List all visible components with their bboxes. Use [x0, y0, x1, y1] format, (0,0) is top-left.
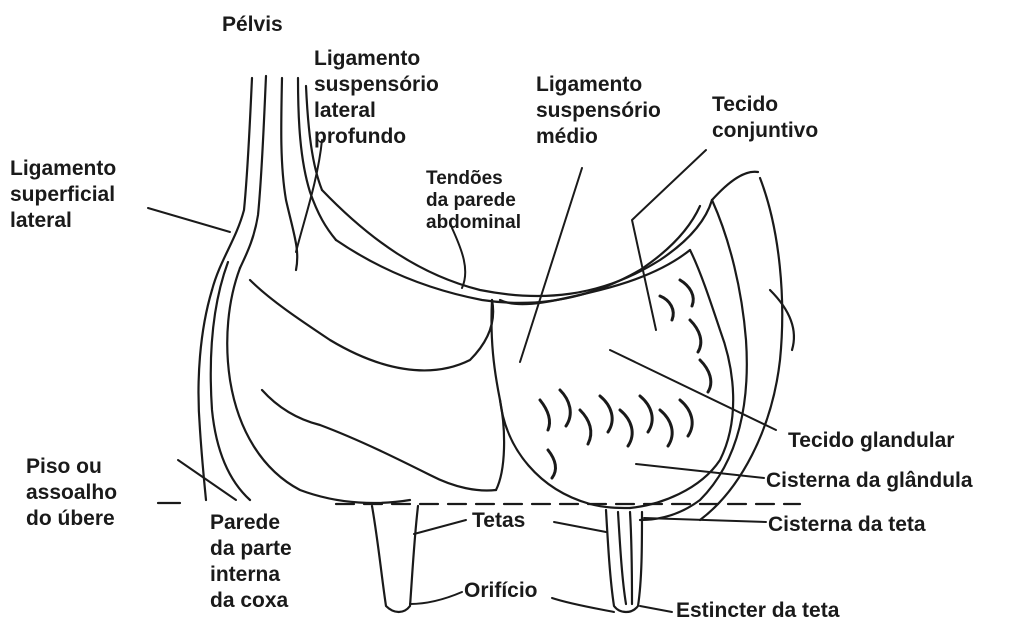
right-quarter [500, 178, 794, 520]
label-tecido-conjuntivo: Tecido conjuntivo [712, 92, 818, 144]
right-teat [606, 510, 642, 612]
label-tendoes-parede-abdominal: Tendões da parede abdominal [426, 168, 521, 234]
label-pelvis: Pélvis [222, 12, 283, 38]
label-tetas: Tetas [472, 508, 525, 534]
abdominal-wall [322, 172, 758, 303]
label-estincter-da-teta: Estincter da teta [676, 598, 839, 624]
label-tecido-glandular: Tecido glandular [788, 428, 954, 454]
label-ligamento-suspensorio-medio: Ligamento suspensório médio [536, 72, 661, 150]
left-lateral-wall [199, 262, 411, 503]
label-parede-parte-interna-coxa: Parede da parte interna da coxa [210, 510, 292, 614]
label-ligamento-suspensorio-lateral-profundo: Ligamento suspensório lateral profundo [314, 46, 439, 150]
label-orificio: Orifício [464, 578, 538, 604]
label-piso-assoalho-ubere: Piso ou assoalho do úbere [26, 454, 117, 532]
left-teat [372, 506, 418, 612]
label-ligamento-superficial-lateral: Ligamento superficial lateral [10, 156, 116, 234]
label-cisterna-da-teta: Cisterna da teta [768, 512, 926, 538]
label-cisterna-da-glandula: Cisterna da glândula [766, 468, 973, 494]
glandular-texture [540, 280, 711, 478]
left-quarter [250, 280, 504, 490]
